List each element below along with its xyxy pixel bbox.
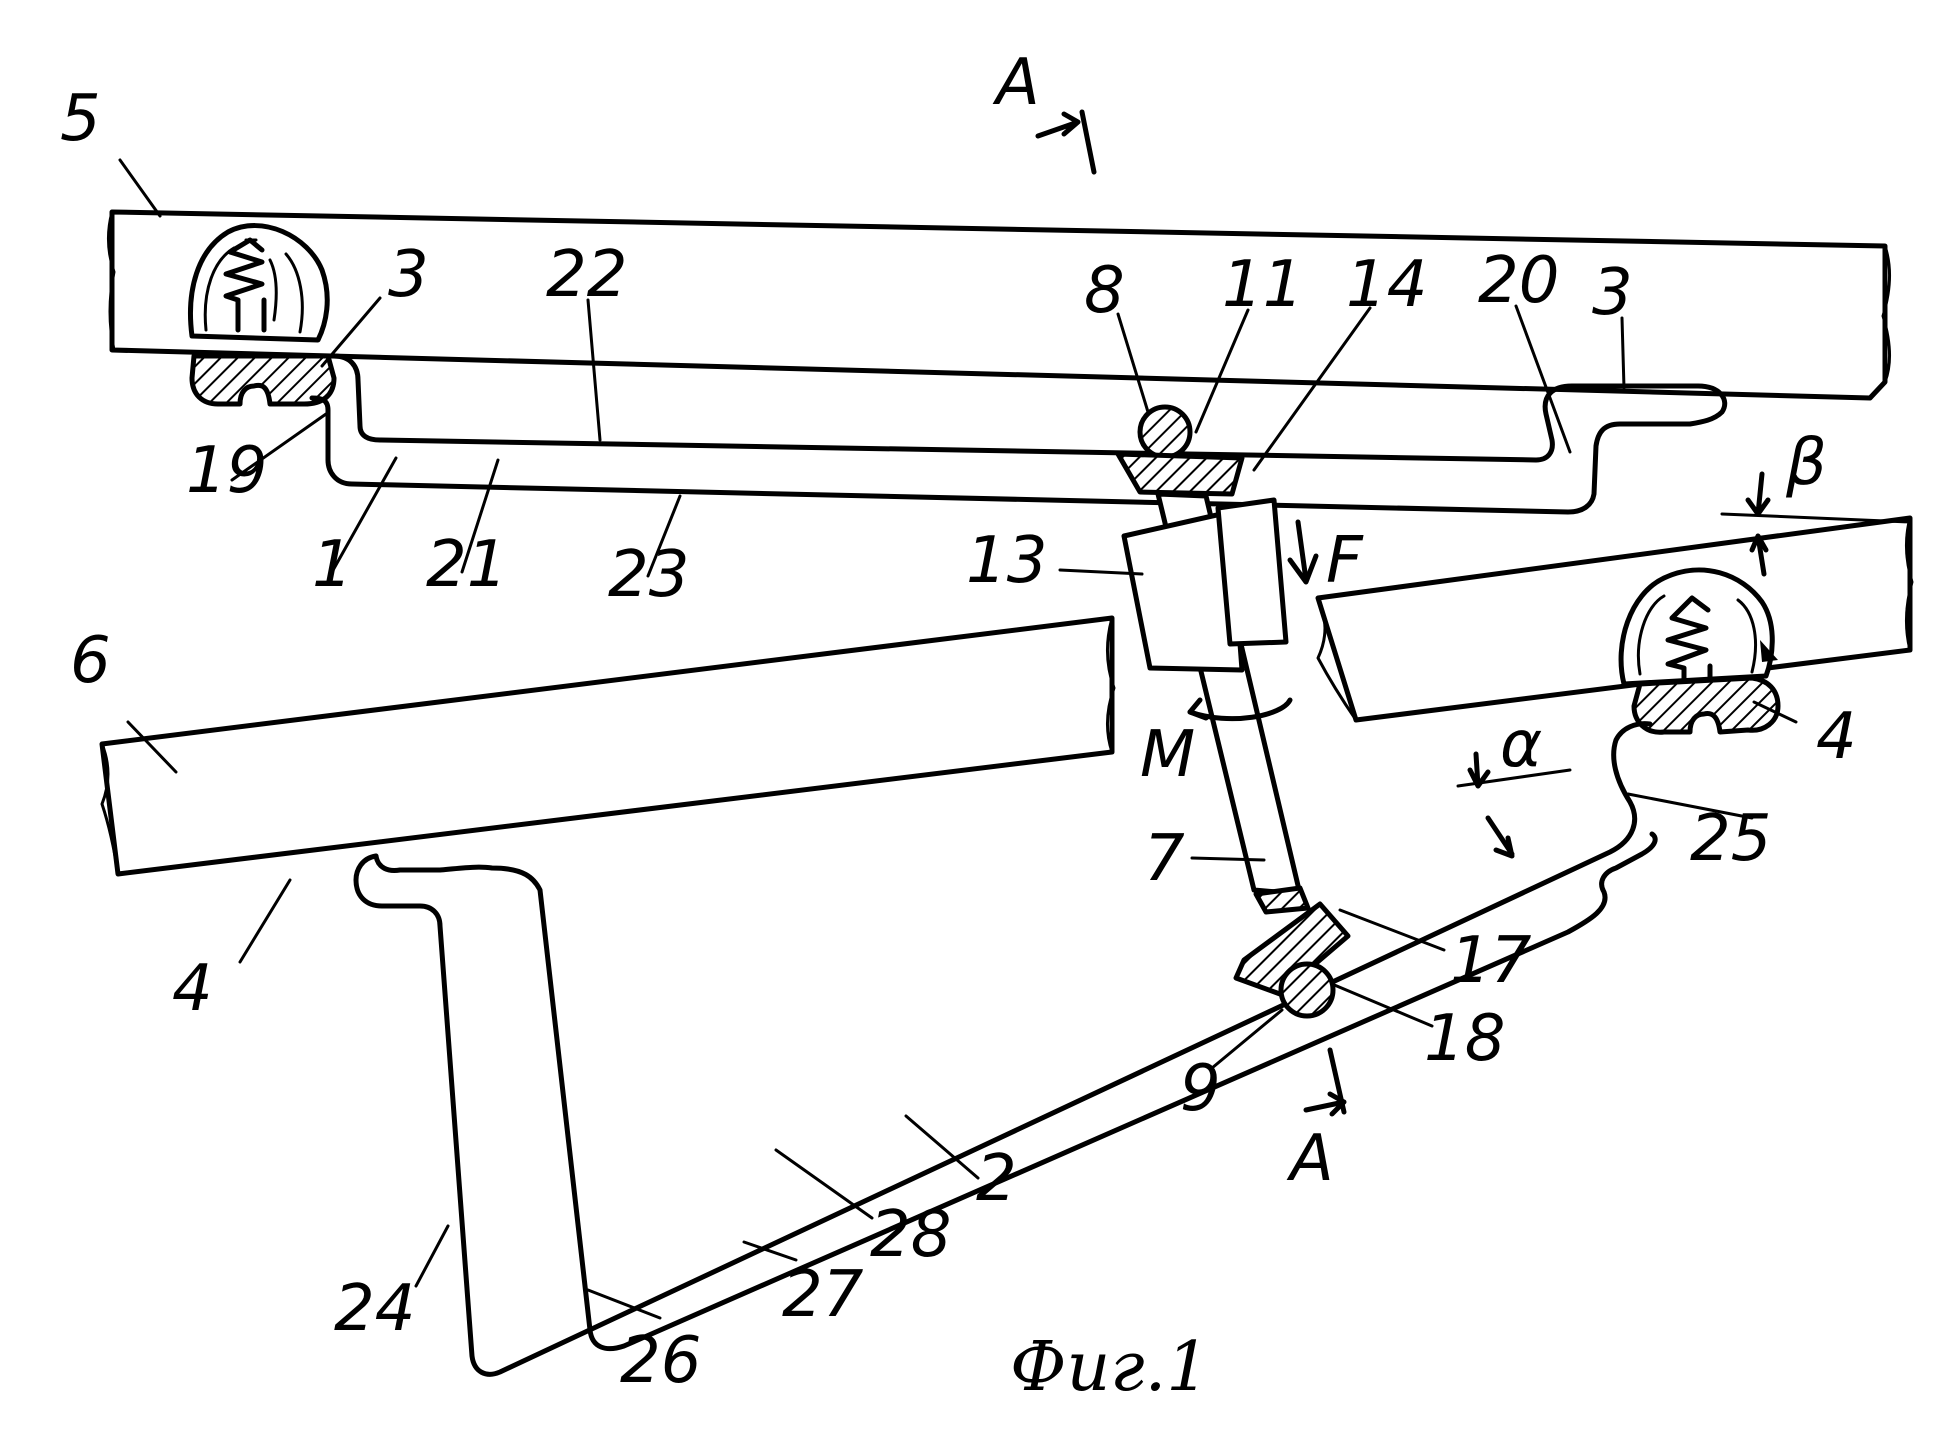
label-1: 1	[312, 528, 353, 602]
label-3-right: 3	[1592, 256, 1633, 330]
label-2: 2	[976, 1142, 1017, 1216]
label-27: 27	[782, 1258, 864, 1332]
label-A-top: A	[992, 46, 1040, 120]
label-beta: β	[1785, 426, 1827, 500]
label-24: 24	[334, 1272, 415, 1346]
label-18: 18	[1424, 1002, 1505, 1076]
upper-screw-cutaway	[188, 223, 330, 343]
angle-beta-mark	[1720, 471, 1912, 577]
label-8: 8	[1084, 254, 1125, 328]
leader-lines	[118, 158, 1798, 1320]
label-20: 20	[1478, 244, 1559, 318]
label-26: 26	[620, 1324, 701, 1398]
label-A-bottom: A	[1286, 1122, 1334, 1196]
label-3-left: 3	[388, 238, 429, 312]
lower-bracket	[353, 721, 1658, 1377]
labels: 5 3 22 19 1 21 23 8 11 14 20 3 13 F 6 M …	[60, 46, 1857, 1407]
block-13	[1121, 497, 1289, 673]
label-14: 14	[1346, 248, 1427, 322]
section-arrow-top	[1035, 109, 1097, 175]
label-13: 13	[966, 524, 1047, 598]
label-22: 22	[546, 238, 627, 312]
section-arrow-bottom	[1303, 1047, 1347, 1117]
pivot-lower	[1233, 885, 1351, 1019]
upper-bracket	[309, 353, 1728, 515]
label-9: 9	[1180, 1052, 1221, 1126]
label-4-left: 4	[172, 952, 213, 1026]
label-6: 6	[70, 624, 111, 698]
label-5: 5	[60, 82, 101, 156]
moment-arrow	[1187, 697, 1293, 722]
label-23: 23	[608, 538, 689, 612]
plate-11	[1115, 451, 1245, 497]
label-19: 19	[186, 434, 267, 508]
right-screw-cutaway	[1618, 567, 1778, 693]
force-arrow	[1287, 519, 1319, 585]
label-F: F	[1326, 524, 1364, 598]
right-board	[1315, 515, 1914, 723]
label-alpha: α	[1500, 708, 1542, 782]
label-21: 21	[426, 528, 507, 602]
label-17: 17	[1450, 924, 1532, 998]
label-28: 28	[870, 1198, 951, 1272]
upper-board	[107, 209, 1892, 401]
figure-caption: Фиг.1	[1010, 1328, 1209, 1407]
label-25: 25	[1690, 802, 1771, 876]
left-board	[99, 615, 1116, 877]
label-11: 11	[1222, 248, 1303, 322]
pin-8	[1137, 404, 1193, 460]
label-7: 7	[1144, 822, 1185, 896]
label-M: M	[1140, 718, 1195, 792]
screw-icon	[223, 237, 267, 333]
label-4-right: 4	[1816, 700, 1857, 774]
angle-alpha-mark	[1456, 751, 1572, 859]
right-lower-fastener	[1631, 675, 1781, 735]
